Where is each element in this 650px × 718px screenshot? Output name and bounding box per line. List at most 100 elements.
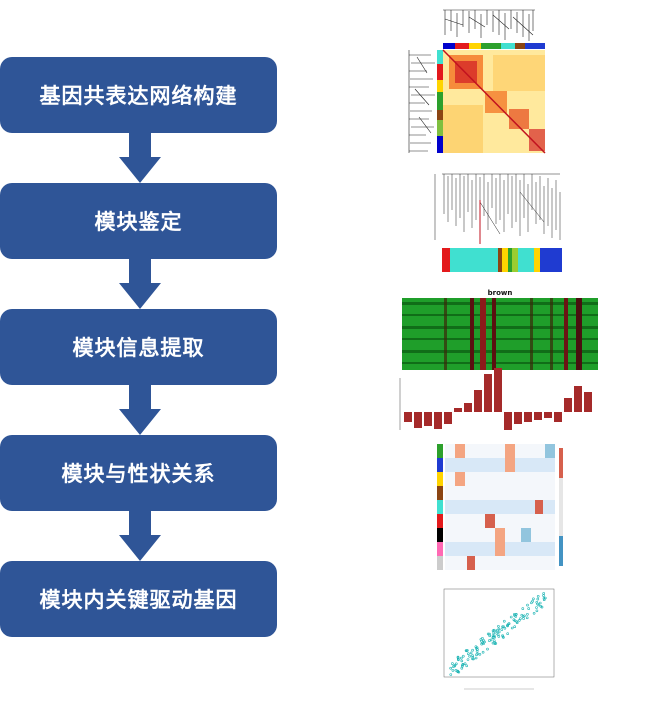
scatter-point [451,669,455,672]
scatter-point [471,648,474,652]
scatter-point [453,663,457,667]
scatter-point [460,659,464,663]
module-eigengene-figure: brown [370,288,605,433]
step-box-module-identification: 模块鉴定 [0,183,277,259]
scatter-point [461,654,465,658]
scatter-point [464,649,468,652]
module-title: brown [488,289,513,297]
scatter-point [542,597,546,600]
scatter-point [535,606,538,609]
scatter-point [536,602,539,606]
scatter-point [512,618,516,622]
scatter-point [519,617,522,621]
scatter-point [501,625,504,629]
scatter-point [492,634,496,638]
scatter-point [480,639,483,643]
scatter-point [506,624,509,628]
step-box-module-info: 模块信息提取 [0,309,277,385]
top-dendrogram [443,9,535,41]
scatter-point [497,630,501,634]
scatter-point [515,612,518,616]
scatter-point [520,613,524,617]
module-trait-heatmap-figure [425,438,570,578]
step-box-network: 基因共表达网络构建 [0,57,277,133]
plot-frame [443,588,555,678]
step-label: 模块与性状关系 [61,462,216,486]
scatter-point [492,631,496,635]
scatter-point [532,597,535,601]
scatter-point [475,646,479,650]
step-label: 基因共表达网络构建 [39,84,238,108]
eigengene-bars [404,368,592,430]
step-label: 模块内关键驱动基因 [39,588,238,612]
scatter-point [457,658,460,662]
scatter-point [535,609,539,613]
scatter-point [513,614,516,617]
scatter-point [451,662,454,665]
scatter-point [510,626,514,630]
scatter-point [488,634,492,638]
scatter-point [532,611,536,615]
scatter-point [486,632,490,636]
scatter-point [497,624,500,628]
scatter-point [509,615,513,619]
expression-heatmap [402,298,598,370]
scatter-point [500,628,504,631]
scatter-point [488,639,491,642]
scatter-point [526,612,529,616]
scatter-point [461,663,465,666]
mm-gs-scatter-figure [430,585,560,695]
scatter-point [502,636,505,639]
scatter-point [503,619,506,623]
scatter-point [460,666,464,670]
cluster-dendrogram-figure [420,162,575,280]
scatter-point [507,622,510,626]
scatter-point [494,642,498,645]
scatter-point [474,656,478,660]
module-color-bar [442,248,562,272]
color-scale [559,448,563,566]
scatter-point [493,635,496,639]
scatter-point [536,595,540,598]
scatter-point [486,647,489,651]
scatter-point [502,625,505,629]
scatter-point [449,673,453,676]
scatter-point [526,603,529,607]
scatter-point [481,650,485,654]
top-module-colorbar [443,43,545,49]
scatter-point [495,631,499,635]
scatter-point [542,598,546,601]
scatter-point [503,626,507,630]
scatter-point [478,653,482,656]
scatter-point [454,669,458,672]
scatter-point [465,664,469,668]
scatter-point [491,629,495,633]
down-arrow-icon [119,385,161,435]
scatter-point [539,604,543,608]
scatter-point [497,627,501,631]
module-color-column [437,444,443,570]
scatter-point [521,607,525,610]
scatter-point [481,636,484,640]
scatter-point [471,654,474,657]
dendrogram-branches [442,173,561,240]
scatter-point [496,628,499,632]
scatter-point [481,641,485,645]
scatter-point [536,597,540,601]
scatter-point [468,654,471,658]
scatter-point [491,634,495,637]
scatter-point [469,651,473,655]
scatter-point [530,601,533,605]
step-label: 模块鉴定 [94,210,183,234]
step-box-module-trait: 模块与性状关系 [0,435,277,511]
scatter-point [531,599,534,603]
down-arrow-icon [119,133,161,183]
scatter-point [527,607,530,610]
scatter-point [513,625,516,629]
scatter-point [542,594,545,597]
scatter-point [544,596,547,600]
scatter-point [506,632,509,636]
scatter-point [515,621,519,625]
scatter-point [475,653,478,656]
scatter-point [471,655,475,659]
